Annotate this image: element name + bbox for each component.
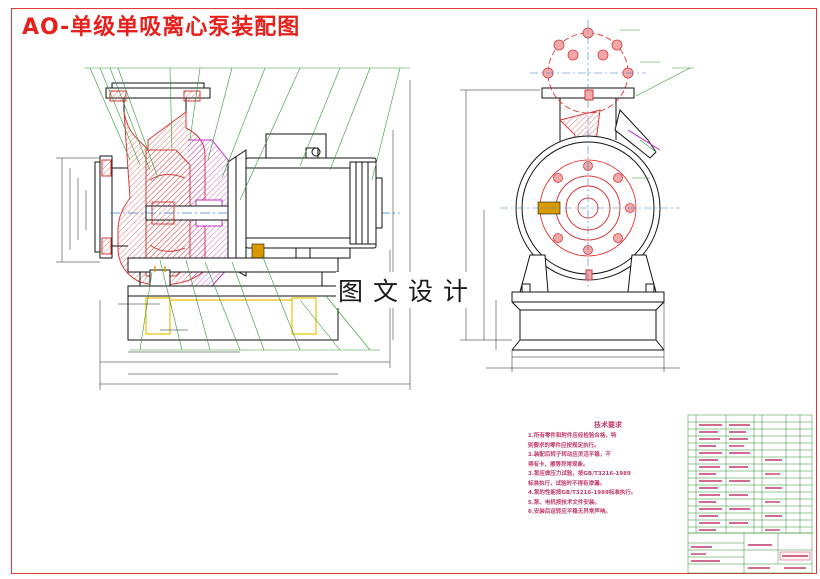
parts-list-rows — [688, 421, 812, 528]
parts-list-text-marks — [699, 424, 782, 531]
parts-list-table — [687, 414, 813, 534]
side-view — [460, 20, 694, 372]
watermark-text: 图文设计 — [336, 272, 481, 308]
front-section-view — [56, 67, 411, 390]
side-base-plate — [511, 283, 665, 351]
technical-requirement-line: 3.泵应做压力试验，按GB/T3216-1989 — [528, 471, 631, 477]
discharge-branch — [530, 20, 646, 150]
technical-requirement-line: 4.泵的性能按GB/T3216-1989标准执行。 — [528, 490, 637, 496]
technical-requirement-line: 得有卡、擦等异常现象。 — [528, 461, 589, 468]
technical-requirement-line: 标准执行，试验时不得有渗漏。 — [528, 480, 606, 487]
drawing-title: AO-单级单吸离心泵装配图 — [22, 15, 301, 40]
drawing-frame — [11, 8, 817, 574]
title-block — [687, 532, 813, 574]
side-leader-lines — [620, 29, 694, 179]
part-balloon-marks — [84, 67, 410, 351]
base-plate — [127, 257, 339, 341]
technical-requirements-title: 技术要求 — [594, 421, 622, 429]
front-dimension-lines — [56, 80, 411, 390]
technical-requirement-line: 5.泵、电机按技术文件安装。 — [528, 499, 600, 506]
motor — [245, 133, 383, 259]
suction-flange — [94, 155, 128, 259]
technical-requirement-line: 2.装配后转子转动应灵活平稳，不 — [528, 452, 611, 458]
volute-casing — [500, 130, 680, 290]
discharge-flange — [105, 82, 211, 112]
technical-requirement-line: 6.安装后运转应平稳无异常声响。 — [528, 509, 611, 515]
technical-requirement-line: 1.所有零件和附件应经检验合格，特 — [528, 433, 617, 439]
technical-requirement-line: 别要求的零件应按规定执行。 — [528, 442, 600, 449]
motor-bracket — [227, 149, 247, 277]
part-leader-lines — [89, 67, 401, 351]
technical-requirements: 技术要求 1.所有零件和附件应经检验合格，特 别要求的零件应按规定执行。 2.装… — [528, 420, 688, 518]
